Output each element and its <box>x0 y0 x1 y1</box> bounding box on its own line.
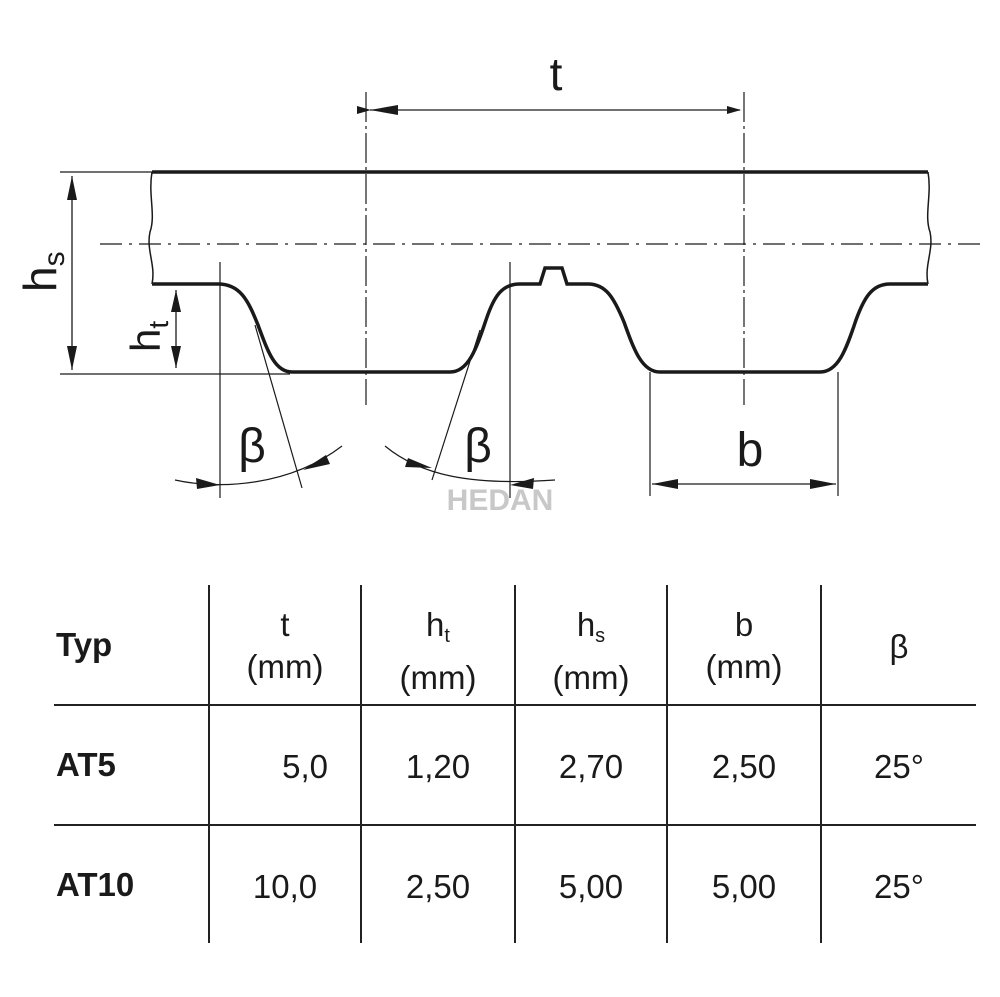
b-label: b <box>737 424 764 477</box>
pitch-label: t <box>550 48 563 100</box>
row-at5-typ: AT5 <box>56 746 116 783</box>
beta-right-arrow-a <box>405 458 432 468</box>
header-ht: ht (mm) <box>362 604 514 699</box>
ht-arrow-bottom <box>171 346 181 368</box>
row-at10-hs: 5,00 <box>558 868 624 905</box>
belt-profile-diagram: t hs ht β β b HEDAN <box>14 48 980 517</box>
row-at10-ht: 2,50 <box>405 868 471 905</box>
row-divider <box>54 704 976 706</box>
row-at10-b: 5,00 <box>711 868 777 905</box>
beta-left-arrow-a <box>196 478 220 489</box>
hs-arrow-bottom <box>67 346 77 370</box>
header-t-symbol: t <box>280 606 290 643</box>
watermark: HEDAN <box>447 484 554 517</box>
ht-label: ht <box>122 321 174 352</box>
header-ht-unit: (mm) <box>399 659 477 696</box>
belt-break-left <box>148 171 154 285</box>
header-hs-symbol: hs <box>576 606 606 647</box>
header-b: b (mm) <box>668 604 820 688</box>
beta-left-arrow-b <box>303 455 330 470</box>
beta-left-label: β <box>238 420 266 473</box>
row-at10-t: 10,0 <box>252 868 318 905</box>
row-divider <box>54 824 976 826</box>
b-arrow-right <box>810 479 836 489</box>
header-b-unit: (mm) <box>705 648 783 685</box>
ht-arrow-top <box>171 290 181 312</box>
header-t-unit: (mm) <box>246 648 324 685</box>
beta-left-flank <box>254 324 303 489</box>
hs-label: hs <box>14 251 71 292</box>
col-divider <box>360 585 362 943</box>
header-b-symbol: b <box>734 606 754 643</box>
row-at5-b: 2,50 <box>711 748 777 785</box>
col-divider <box>666 585 668 943</box>
row-at5-t: 5,0 <box>282 748 328 785</box>
beta-right-label: β <box>464 420 492 473</box>
belt-break-right <box>926 171 932 285</box>
header-typ: Typ <box>56 626 113 663</box>
belt-tooth-profile <box>152 266 928 374</box>
pitch-arrow-left <box>370 105 398 115</box>
header-ht-symbol: ht <box>426 606 450 647</box>
col-divider <box>820 585 822 943</box>
beta-right-flank <box>431 329 481 481</box>
header-beta: β <box>889 628 909 665</box>
col-divider <box>514 585 516 943</box>
row-at5-ht: 1,20 <box>405 748 471 785</box>
header-hs-unit: (mm) <box>552 659 630 696</box>
row-at5-beta: 25° <box>874 748 924 785</box>
header-hs: hs (mm) <box>516 604 666 699</box>
row-at5-hs: 2,70 <box>558 748 624 785</box>
row-at10-typ: AT10 <box>56 866 135 903</box>
header-t: t (mm) <box>210 604 360 688</box>
row-at10-beta: 25° <box>874 868 924 905</box>
b-arrow-left <box>652 479 678 489</box>
col-divider <box>208 585 210 943</box>
beta-right-arrow-b <box>510 478 534 489</box>
hs-arrow-top <box>67 176 77 200</box>
